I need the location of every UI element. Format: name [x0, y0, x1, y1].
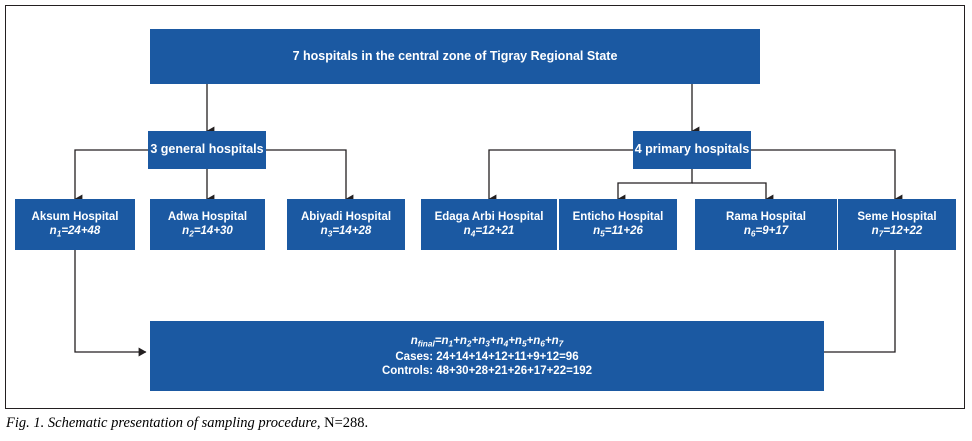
node-general-hospitals: 3 general hospitals: [148, 131, 266, 169]
caption-sample-total: N=288.: [324, 415, 369, 431]
node-hospital-abiyadi: Abiyadi Hospital n3=14+28: [287, 199, 405, 250]
node-hospital-rama: Rama Hospital n6=9+17: [695, 199, 837, 250]
hospital-sample-size: n4=12+21: [463, 224, 515, 239]
node-general-hospitals-label: 3 general hospitals: [150, 142, 264, 157]
node-hospital-aksum: Aksum Hospital n1=24+48: [15, 199, 135, 250]
summary-controls: Controls: 48+30+28+21+26+17+22=192: [381, 364, 593, 377]
hospital-name: Seme Hospital: [857, 210, 937, 223]
hospital-name: Edaga Arbi Hospital: [434, 210, 544, 223]
hospital-name: Adwa Hospital: [167, 210, 248, 223]
node-root-label: 7 hospitals in the central zone of Tigra…: [292, 48, 618, 63]
summary-cases: Cases: 24+14+14+12+11+9+12=96: [395, 350, 579, 363]
node-root: 7 hospitals in the central zone of Tigra…: [150, 29, 760, 84]
node-hospital-enticho: Enticho Hospital n5=11+26: [559, 199, 677, 250]
hospital-name: Abiyadi Hospital: [300, 210, 392, 223]
figure-caption: Fig. 1. Schematic presentation of sampli…: [6, 415, 706, 432]
hospital-sample-size: n7=12+22: [871, 224, 923, 239]
hospital-sample-size: n2=14+30: [182, 224, 233, 239]
summary-formula: nfinal=n1+n2+n3+n4+n5+n6+n7: [410, 335, 564, 349]
node-primary-hospitals: 4 primary hospitals: [633, 131, 751, 169]
node-hospital-edaga-arbi: Edaga Arbi Hospital n4=12+21: [421, 199, 557, 250]
hospital-sample-size: n3=14+28: [320, 224, 372, 239]
node-hospital-adwa: Adwa Hospital n2=14+30: [150, 199, 265, 250]
node-summary: nfinal=n1+n2+n3+n4+n5+n6+n7 Cases: 24+14…: [150, 321, 824, 391]
hospital-name: Aksum Hospital: [31, 210, 119, 223]
caption-italic-text: Fig. 1. Schematic presentation of sampli…: [6, 415, 321, 431]
node-primary-hospitals-label: 4 primary hospitals: [634, 142, 750, 157]
hospital-sample-size: n6=9+17: [743, 224, 789, 239]
hospital-name: Enticho Hospital: [572, 210, 664, 223]
hospital-sample-size: n1=24+48: [49, 224, 101, 239]
node-hospital-seme: Seme Hospital n7=12+22: [838, 199, 956, 250]
hospital-name: Rama Hospital: [726, 210, 806, 223]
hospital-sample-size: n5=11+26: [593, 224, 643, 239]
